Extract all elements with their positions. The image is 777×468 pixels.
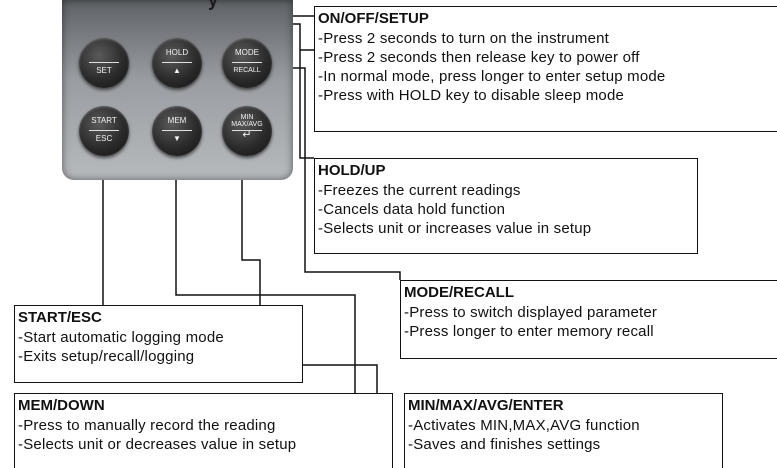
callout-min-max-avg-enter: MIN/MAX/AVG/ENTER -Activates MIN,MAX,AVG… xyxy=(404,393,723,468)
start-key-divider xyxy=(89,130,119,131)
min-max-avg-key-label: MIN MAX/AVG xyxy=(231,114,263,128)
callout-start-esc: START/ESC -Start automatic logging mode … xyxy=(14,305,303,383)
min-max-avg-key-divider xyxy=(232,130,262,131)
callout-mem-down: MEM/DOWN -Press to manually record the r… xyxy=(14,393,393,468)
up-arrow-icon: ▲ xyxy=(173,66,181,75)
mode-key[interactable]: MODE RECALL xyxy=(222,38,272,88)
enter-icon: ↵ xyxy=(242,129,252,141)
hold-key-label: HOLD xyxy=(165,48,189,57)
mode-key-label: MODE xyxy=(235,48,259,57)
down-arrow-icon: ▼ xyxy=(173,134,181,143)
callout-line: -Activates MIN,MAX,AVG function xyxy=(408,417,640,434)
callout-title: MODE/RECALL xyxy=(404,284,514,301)
callout-hold-up: HOLD/UP -Freezes the current readings -C… xyxy=(314,158,698,254)
esc-key-label: ESC xyxy=(95,134,113,143)
mode-key-divider xyxy=(232,62,262,63)
callout-line: -Cancels data hold function xyxy=(318,201,506,218)
min-max-avg-key[interactable]: MIN MAX/AVG ↵ xyxy=(222,106,272,156)
keypad-panel: y SET HOLD ▲ MODE RECALL START ESC MEM ▼ xyxy=(62,0,293,180)
callout-line: -Press with HOLD key to disable sleep mo… xyxy=(318,87,625,104)
set-key[interactable]: SET xyxy=(79,38,129,88)
callout-title: MEM/DOWN xyxy=(18,397,105,414)
mem-key-divider xyxy=(162,130,192,131)
callout-line: -Start automatic logging mode xyxy=(18,329,224,346)
callout-line: -Press to switch displayed parameter xyxy=(404,304,658,321)
callout-title: HOLD/UP xyxy=(318,162,386,179)
callout-mode-recall: MODE/RECALL -Press to switch displayed p… xyxy=(400,280,777,359)
callout-title: ON/OFF/SETUP xyxy=(318,10,429,27)
callout-title: START/ESC xyxy=(18,309,102,326)
callout-line: -Exits setup/recall/logging xyxy=(18,348,195,365)
mem-key-label: MEM xyxy=(167,116,187,125)
set-key-label: SET xyxy=(96,66,112,75)
callout-on-off-setup: ON/OFF/SETUP -Press 2 seconds to turn on… xyxy=(314,6,777,132)
callout-line: -Press longer to enter memory recall xyxy=(404,323,654,340)
callout-line: -In normal mode, press longer to enter s… xyxy=(318,68,666,85)
start-key-label: START xyxy=(91,116,117,125)
start-key[interactable]: START ESC xyxy=(79,106,129,156)
panel-title-fragment: y xyxy=(208,0,219,10)
callout-line: -Saves and finishes settings xyxy=(408,436,601,453)
callout-line: -Selects unit or decreases value in setu… xyxy=(18,436,297,453)
set-key-divider xyxy=(89,62,119,63)
connector-mem xyxy=(175,155,356,393)
callout-line: -Press to manually record the reading xyxy=(18,417,276,434)
callout-line: -Press 2 seconds then release key to pow… xyxy=(318,49,640,66)
callout-line: -Selects unit or increases value in setu… xyxy=(318,220,592,237)
callout-title: MIN/MAX/AVG/ENTER xyxy=(408,397,564,414)
connector-mode xyxy=(270,67,401,280)
hold-key[interactable]: HOLD ▲ xyxy=(152,38,202,88)
recall-key-label: RECALL xyxy=(233,67,261,74)
mem-key[interactable]: MEM ▼ xyxy=(152,106,202,156)
callout-line: -Press 2 seconds to turn on the instrume… xyxy=(318,30,610,47)
hold-key-divider xyxy=(162,62,192,63)
callout-line: -Freezes the current readings xyxy=(318,182,521,199)
